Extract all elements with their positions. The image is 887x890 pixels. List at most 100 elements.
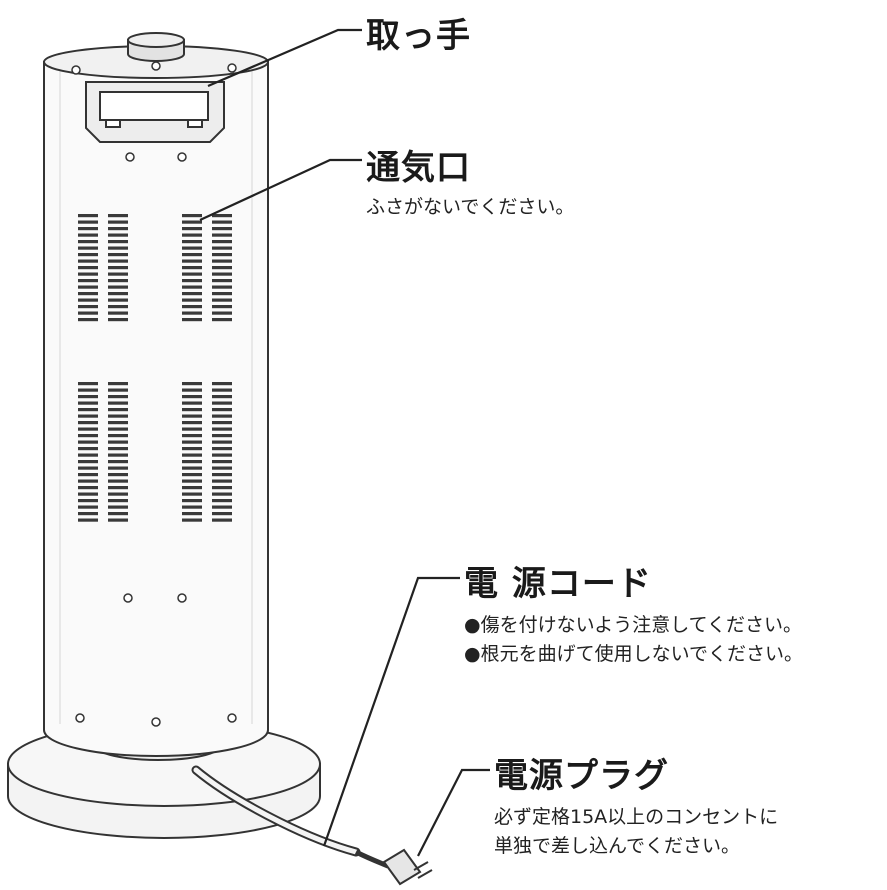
vent-slot [212, 253, 232, 257]
vent-slot [182, 220, 202, 224]
vent-slot [78, 492, 98, 496]
vent-slot [212, 382, 232, 386]
vent-slot [78, 512, 98, 516]
vent-slot [212, 505, 232, 509]
handle-recess [85, 81, 225, 143]
vent-slot [108, 311, 128, 315]
vent-slot [182, 434, 202, 438]
vent-slot [108, 318, 128, 322]
vent-slot [212, 518, 232, 522]
vent-slot [108, 214, 128, 218]
handle-label: 取っ手 [366, 16, 471, 56]
vent-slot [78, 298, 98, 302]
vent-slot [182, 421, 202, 425]
vent-slot [78, 421, 98, 425]
vent-slot [212, 388, 232, 392]
vent-slot [212, 434, 232, 438]
vent-slot [212, 298, 232, 302]
vent-slot [108, 486, 128, 490]
vent-slot [78, 311, 98, 315]
vent-slot [108, 259, 128, 263]
vent-slot [78, 401, 98, 405]
vent-slot [108, 408, 128, 412]
vent-slot [78, 434, 98, 438]
vent-slot [108, 220, 128, 224]
vent-slot [182, 466, 202, 470]
vent-slot [212, 408, 232, 412]
vent-slot [78, 253, 98, 257]
vent-slot [108, 388, 128, 392]
vent-slot [78, 214, 98, 218]
vent-slot [108, 447, 128, 451]
cord-label: 電 源コード [464, 564, 652, 604]
vent-slot [182, 505, 202, 509]
vent-slot [108, 460, 128, 464]
vent-slot [78, 473, 98, 477]
plug-note-1: 必ず定格15A以上のコンセントに [494, 806, 779, 828]
vent-slot [182, 318, 202, 322]
vent-slot [212, 453, 232, 457]
handle-leader [207, 28, 362, 88]
vent-slot [78, 518, 98, 522]
cord-callout: 電 源コード ●傷を付けないよう注意してください。 ●根元を曲げて使用しないでく… [464, 556, 803, 669]
vent-slot [212, 240, 232, 244]
vent-slot [212, 259, 232, 263]
vent-slot [108, 292, 128, 296]
vent-slot [182, 266, 202, 270]
vent-slot [182, 305, 202, 309]
vent-slot [212, 272, 232, 276]
vent-slot [212, 220, 232, 224]
power-plug [382, 848, 433, 886]
vent-slot [78, 382, 98, 386]
vent-slot [212, 246, 232, 250]
vent-slot [212, 499, 232, 503]
vent-grilles [78, 214, 232, 522]
vent-slot [182, 440, 202, 444]
vent-slot [108, 434, 128, 438]
vent-slot [182, 388, 202, 392]
vent-slot [182, 473, 202, 477]
vent-slot [212, 473, 232, 477]
leader-lines [199, 28, 490, 857]
vent-slot [212, 414, 232, 418]
screws [71, 61, 237, 727]
vent-slot [78, 447, 98, 451]
vent-slot [78, 486, 98, 490]
vent-slot [182, 382, 202, 386]
vent-slot [212, 318, 232, 322]
vent-slot [182, 214, 202, 218]
vent-slot [78, 460, 98, 464]
vent-slot [182, 233, 202, 237]
plug-note-2: 単独で差し込んでください。 [494, 835, 741, 857]
vent-slot [212, 266, 232, 270]
vent-slot [78, 427, 98, 431]
vent-slot [182, 427, 202, 431]
vent-slot [212, 460, 232, 464]
vent-slot [182, 499, 202, 503]
vent-slot [182, 492, 202, 496]
vent-slot [108, 505, 128, 509]
vent-slot [108, 492, 128, 496]
vent-slot [212, 512, 232, 516]
vent-slot [108, 440, 128, 444]
vent-slot [78, 246, 98, 250]
vent-slot [212, 486, 232, 490]
vent-slot [78, 414, 98, 418]
vent-slot [182, 259, 202, 263]
vent-slot [78, 440, 98, 444]
vent-slot [108, 453, 128, 457]
vent-slot [182, 285, 202, 289]
vent-slot [182, 414, 202, 418]
vent-slot [78, 266, 98, 270]
vent-slot [78, 305, 98, 309]
vent-slot [108, 305, 128, 309]
vent-slot [182, 479, 202, 483]
vent-slot [108, 240, 128, 244]
vent-slot [108, 499, 128, 503]
vent-slot [78, 499, 98, 503]
vent-slot [108, 512, 128, 516]
vent-slot [182, 227, 202, 231]
vent-slot [212, 401, 232, 405]
vent-slot [108, 401, 128, 405]
vent-slot [212, 421, 232, 425]
